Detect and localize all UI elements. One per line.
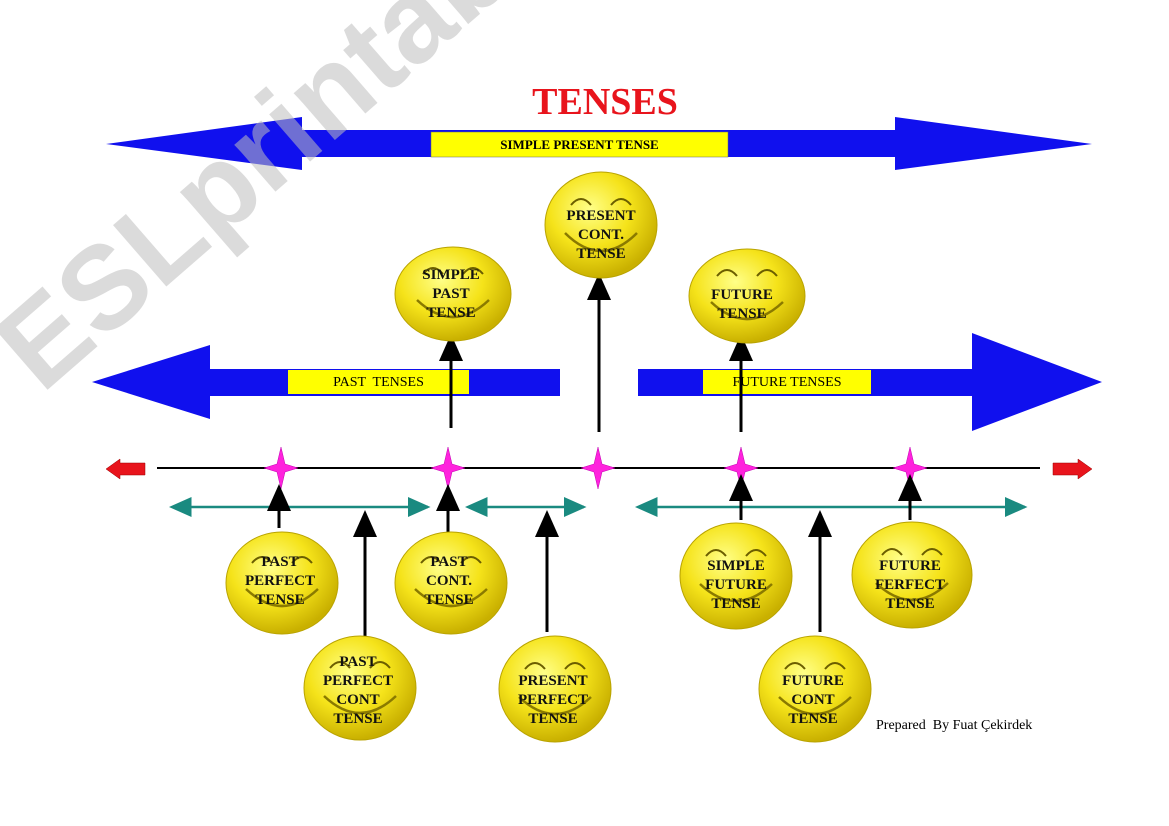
- star-past-perfect: [263, 446, 299, 490]
- past-banner: [288, 370, 469, 394]
- simple-present-banner: [430, 131, 729, 158]
- face-future: [688, 248, 806, 344]
- future-banner: [703, 370, 871, 394]
- face-present-perfect: [498, 635, 612, 743]
- face-past-cont: [394, 531, 508, 635]
- star-future: [723, 446, 759, 490]
- pointer-arrows: [267, 273, 922, 640]
- face-simple-future: [679, 522, 793, 630]
- page-title: TENSES: [532, 81, 678, 123]
- face-simple-past: [394, 246, 512, 342]
- credit-text: Prepared By Fuat Çekirdek: [876, 718, 1033, 733]
- face-past-perfect: [225, 531, 339, 635]
- red-arrow-right: [1052, 458, 1093, 480]
- face-future-perfect: [851, 521, 973, 629]
- star-future-perfect: [892, 446, 928, 490]
- face-future-cont: [758, 635, 872, 743]
- star-simple-past: [430, 446, 466, 490]
- red-arrow-left: [105, 458, 146, 480]
- past-tenses-label: PAST TENSES: [333, 375, 424, 390]
- face-present-cont: [544, 171, 658, 279]
- future-tenses-label: FUTURE TENSES: [732, 375, 842, 390]
- smiley-faces: [225, 171, 973, 743]
- face-past-perfect-cont: [303, 635, 417, 741]
- simple-present-label: SIMPLE PRESENT TENSE: [500, 137, 659, 152]
- star-present: [580, 446, 616, 490]
